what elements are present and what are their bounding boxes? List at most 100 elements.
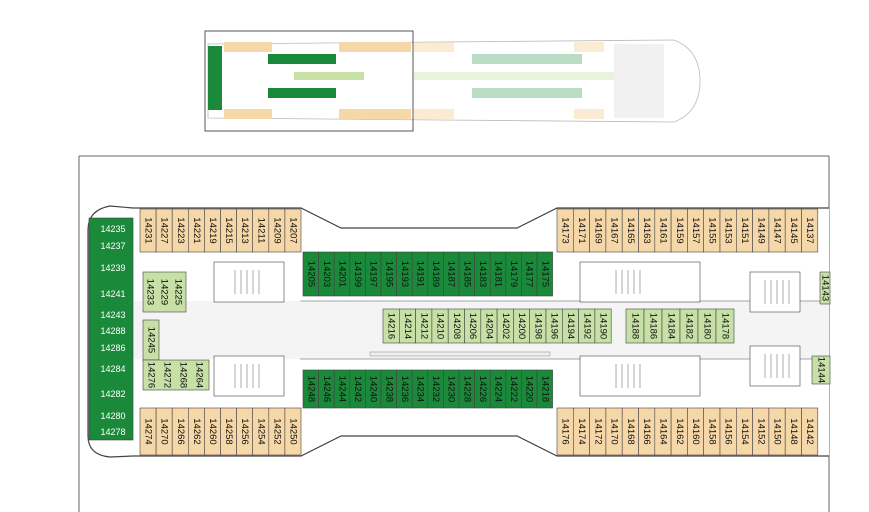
mini-inside <box>339 42 411 52</box>
balcony-bottom-cabin-number: 14248 <box>305 376 316 402</box>
balcony-bottom-cabin-number: 14242 <box>352 376 363 402</box>
top-inside-cabin-number: 14227 <box>159 217 170 243</box>
balcony-bottom-cabin-number: 14224 <box>493 376 504 402</box>
mid-right-cabin-number: 14182 <box>684 313 695 339</box>
top-inside-cabin-number: 14231 <box>143 217 154 243</box>
bottom-inside-cabin-number: 14168 <box>625 418 636 444</box>
stairwell <box>213 355 285 397</box>
balcony-top-cabin-number: 14183 <box>477 261 488 287</box>
balcony-bottom-cabin-number: 14230 <box>446 376 457 402</box>
bottom-inside-cabin-number: 14260 <box>207 418 218 444</box>
top-inside-cabin-number: 14223 <box>175 217 186 243</box>
stern-cabin-number: 14288 <box>100 326 125 336</box>
stairwells <box>213 261 801 397</box>
top-inside-cabin-number: 14213 <box>239 217 250 243</box>
stern-cabin-number: 14243 <box>100 310 125 320</box>
balcony-top-cabin-number: 14177 <box>524 261 535 287</box>
balcony-bottom-cabin-number: 14234 <box>415 376 426 402</box>
mini-oceanview-faded <box>414 72 614 80</box>
balcony-top-cabin-number: 14175 <box>539 261 550 287</box>
mid-right-cabin <box>715 308 735 344</box>
top-inside-cabin-number: 14155 <box>706 217 717 243</box>
balcony-bottom-cabin-number: 14218 <box>539 376 550 402</box>
stern-cabin-number: 14284 <box>100 364 125 374</box>
inner-left-low-number: 14268 <box>178 362 189 388</box>
mini-bow-faded <box>614 44 664 118</box>
mid-cabin-number: 14206 <box>467 313 478 339</box>
stairwell <box>579 261 701 303</box>
inner-left-low-number: 14245 <box>146 327 157 353</box>
bottom-inside-cabin-number: 14256 <box>239 418 250 444</box>
bottom-inside-cabin-number: 14172 <box>592 418 603 444</box>
stern-balcony-block <box>88 217 134 441</box>
balcony-bottom-cabin-number: 14244 <box>337 376 348 402</box>
balcony-top-cabin-number: 14189 <box>430 261 441 287</box>
balcony-bottom-cabin <box>536 369 553 409</box>
mini-inside-faded <box>574 42 604 52</box>
balcony-top-cabin-number: 14205 <box>305 261 316 287</box>
top-inside-cabin <box>284 208 302 253</box>
bottom-inside-cabin-number: 14174 <box>576 418 587 444</box>
right-small-block <box>819 271 831 305</box>
balcony-top-cabin-number: 14199 <box>352 261 363 287</box>
mini-balcony-faded <box>472 88 582 98</box>
stern-cabin-number: 14280 <box>100 411 125 421</box>
deck-overview-map <box>204 30 701 132</box>
balcony-top-cabin-number: 14181 <box>493 261 504 287</box>
balcony-top-cabin-number: 14187 <box>446 261 457 287</box>
mini-balcony-faded <box>472 54 582 64</box>
inner-left-block <box>142 271 187 313</box>
mid-cabin <box>594 308 612 344</box>
bottom-inside-cabin-number: 14142 <box>804 418 815 444</box>
inner-left-number: 14229 <box>159 279 170 305</box>
top-inside-cabin-number: 14211 <box>255 218 266 244</box>
mini-balcony <box>208 46 222 110</box>
mini-inside <box>224 109 272 119</box>
bottom-inside-cabin-number: 14158 <box>706 418 717 444</box>
balcony-bottom-cabin-number: 14246 <box>321 376 332 402</box>
top-inside-cabin-number: 14137 <box>804 217 815 243</box>
inner-left-low-block <box>142 359 210 391</box>
balcony-top-cabin-number: 14191 <box>415 261 426 287</box>
balcony-top-cabin-number: 14179 <box>508 261 519 287</box>
right-small-number: 14144 <box>816 357 827 383</box>
stern-cabin-number: 14241 <box>100 289 125 299</box>
bottom-inside-cabin-number: 14170 <box>609 418 620 444</box>
mini-inside <box>224 42 272 52</box>
mini-balcony <box>268 88 336 98</box>
mid-cabin-number: 14204 <box>483 313 494 339</box>
top-inside-cabin-number: 14165 <box>625 217 636 243</box>
right-small-block <box>811 355 831 385</box>
top-inside-cabin-number: 14157 <box>690 217 701 243</box>
mini-inside-faded <box>574 109 604 119</box>
bottom-inside-cabin-number: 14150 <box>772 418 783 444</box>
balcony-bottom-cabin-number: 14232 <box>430 376 441 402</box>
bottom-inside-cabin-number: 14270 <box>159 418 170 444</box>
bottom-inside-cabin-number: 14274 <box>143 418 154 444</box>
mid-cabin-number: 14192 <box>581 313 592 339</box>
bottom-inside-cabin-number: 14262 <box>191 418 202 444</box>
mid-cabin-number: 14208 <box>451 313 462 339</box>
mini-inside-faded <box>414 42 454 52</box>
bottom-inside-cabin-number: 14160 <box>690 418 701 444</box>
stairwell <box>213 261 285 303</box>
balcony-bottom-cabin-number: 14238 <box>383 376 394 402</box>
stairwell <box>749 345 801 387</box>
inner-left-low-number: 14272 <box>162 362 173 388</box>
top-inside-cabin-number: 14219 <box>207 217 218 243</box>
balcony-top-cabin <box>536 251 553 297</box>
bottom-inside-cabin-number: 14258 <box>223 418 234 444</box>
stern-cabin-number: 14286 <box>100 343 125 353</box>
balcony-bottom-cabin-number: 14236 <box>399 376 410 402</box>
top-inside-cabin-number: 14169 <box>592 217 603 243</box>
mid-right-cabin-number: 14188 <box>630 313 641 339</box>
bottom-inside-cabin-number: 14252 <box>271 418 282 444</box>
balcony-top-cabin-number: 14185 <box>461 261 472 287</box>
balcony-top-cabin-number: 14203 <box>321 261 332 287</box>
bottom-inside-cabin-number: 14162 <box>674 418 685 444</box>
balcony-top-cabin-number: 14193 <box>399 261 410 287</box>
top-inside-cabin-number: 14153 <box>723 217 734 243</box>
inner-left-low-number: 14264 <box>194 362 205 388</box>
